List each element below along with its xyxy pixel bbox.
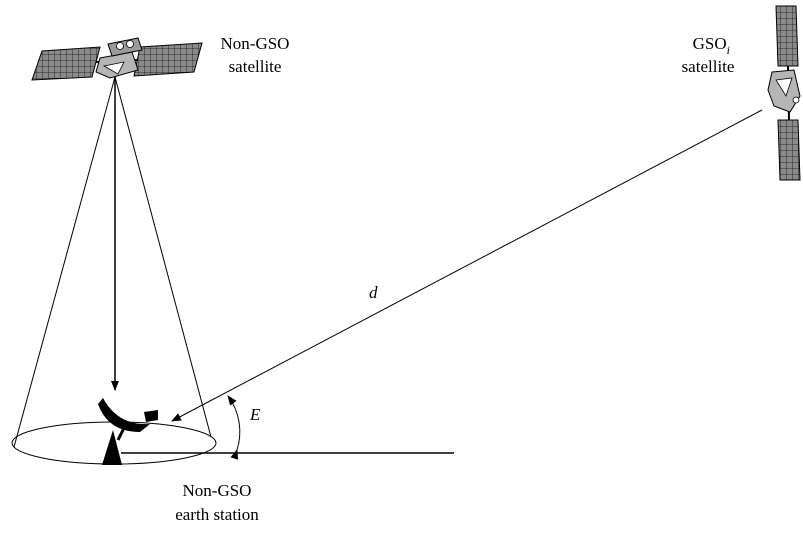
gso-satellite-icon — [768, 6, 800, 180]
gso-satellite-label-line2: satellite — [682, 57, 735, 76]
non-gso-satellite-icon — [32, 38, 202, 80]
earth-station-label-line2: earth station — [175, 505, 259, 524]
gso-label-prefix: GSO — [693, 34, 727, 53]
elevation-angle-arc — [228, 396, 240, 450]
gso-satellite-label-line1: GSOi — [693, 34, 730, 57]
gso-label-subscript: i — [727, 43, 730, 57]
non-gso-satellite-label-line2: satellite — [229, 57, 282, 76]
beam-cone — [14, 77, 211, 447]
distance-label: d — [369, 283, 378, 302]
elevation-angle-label: E — [249, 405, 261, 424]
interference-path-d — [172, 110, 762, 421]
earth-station-antenna-icon — [98, 398, 158, 465]
non-gso-satellite-label-line1: Non-GSO — [221, 34, 290, 53]
earth-station-label-line1: Non-GSO — [183, 481, 252, 500]
